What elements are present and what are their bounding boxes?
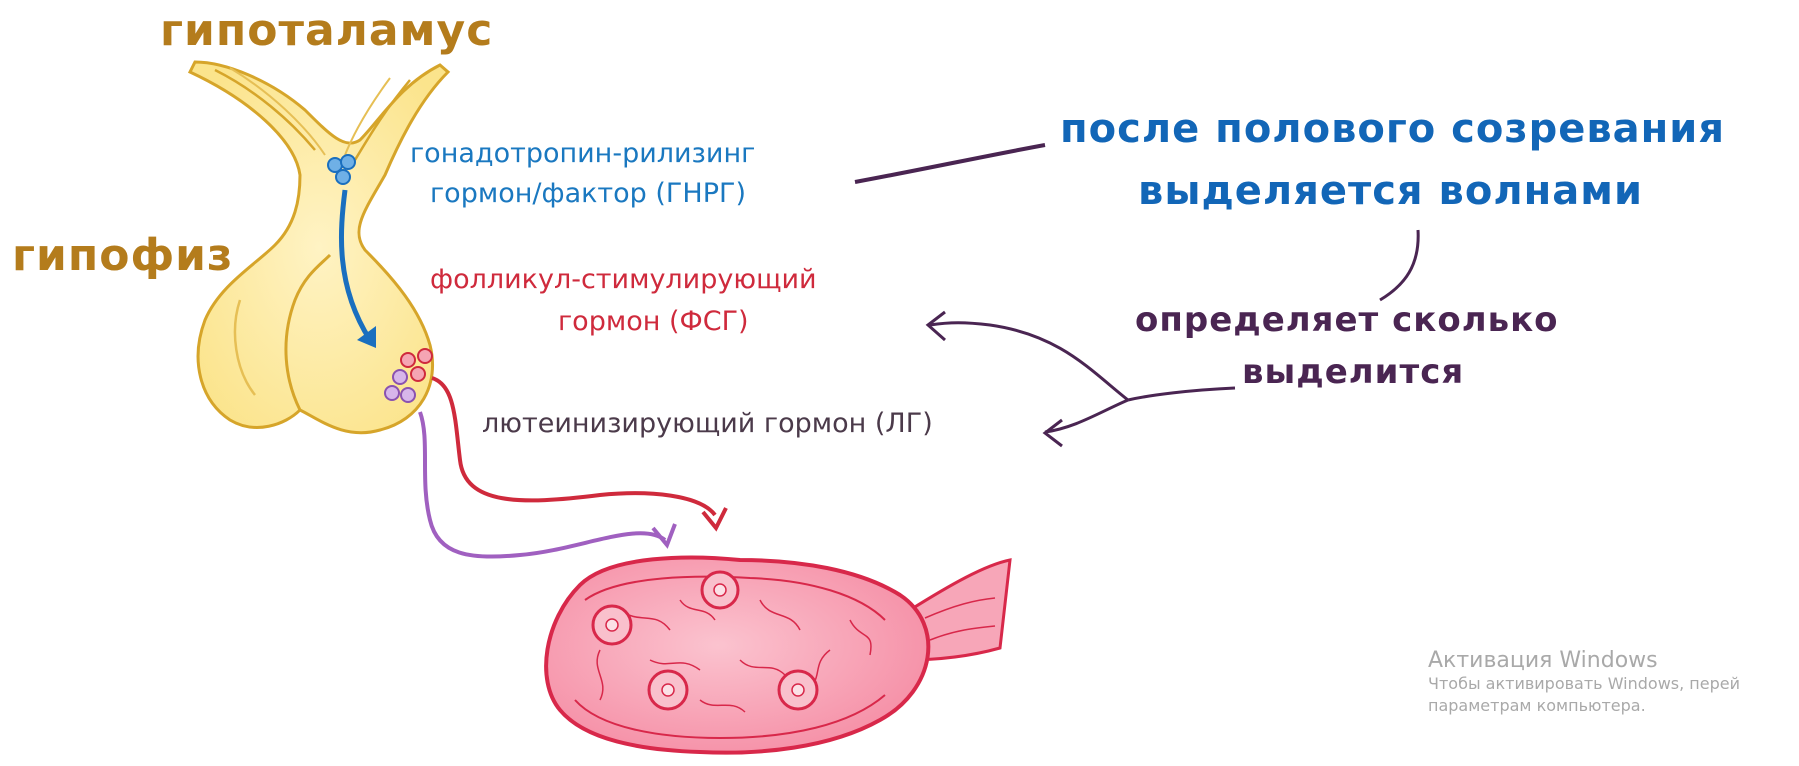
hypothalamus-label: гипоталамус	[160, 5, 493, 56]
follicle	[649, 671, 687, 709]
pituitary-label: гипофиз	[12, 230, 234, 281]
fsh-label-line2: гормон (ФСГ)	[558, 306, 749, 337]
gnrh-label-line2: гормон/фактор (ГНРГ)	[430, 178, 746, 209]
lh-label: лютеинизирующий гормон (ЛГ)	[482, 408, 933, 439]
watermark-title: Активация Windows	[1428, 648, 1740, 673]
fsh-arrow	[432, 378, 726, 528]
puberty-label-line1: после полового созревания	[1060, 106, 1725, 152]
watermark-line2: параметрам компьютера.	[1428, 695, 1740, 717]
windows-activation-watermark: Активация Windows Чтобы активировать Win…	[1428, 648, 1740, 717]
follicle	[779, 671, 817, 709]
determines-label-line2: выделится	[1242, 352, 1464, 392]
connector-puberty-to-determines	[1380, 230, 1418, 300]
connector-gnrh-to-puberty	[855, 145, 1045, 182]
follicle	[702, 572, 738, 608]
fsh-label-line1: фолликул-стимулирующий	[430, 264, 817, 295]
ovary	[546, 558, 1010, 753]
gnrh-label-line1: гонадотропин-рилизинг	[410, 138, 755, 169]
watermark-line1: Чтобы активировать Windows, перей	[1428, 673, 1740, 695]
determines-label-line1: определяет сколько	[1135, 300, 1559, 340]
follicle	[593, 606, 631, 644]
puberty-label-line2: выделяется волнами	[1138, 168, 1643, 214]
